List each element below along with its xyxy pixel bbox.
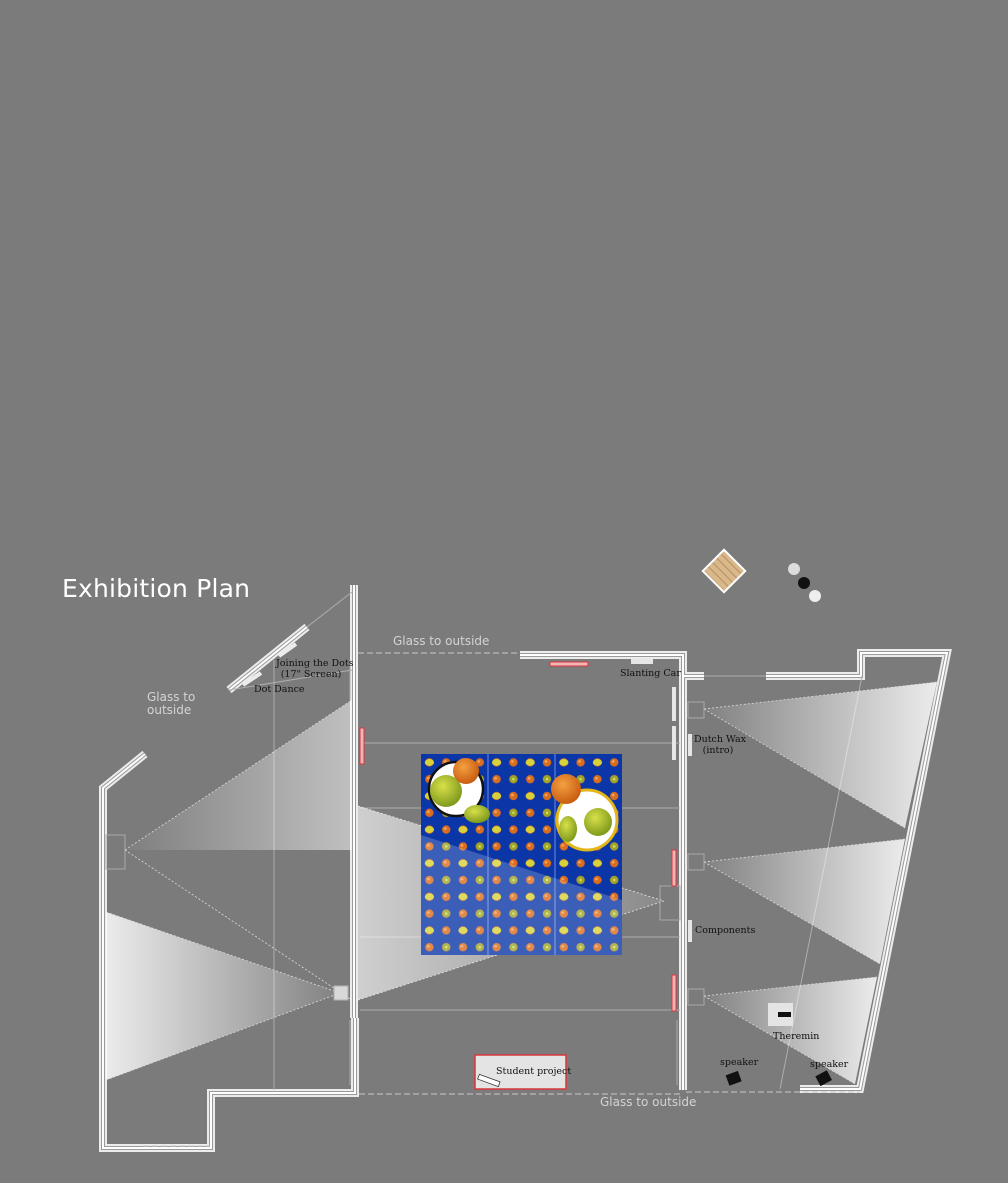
dots-sample-icon <box>788 563 821 602</box>
label-glass-left-line2: outside <box>147 703 192 717</box>
label-student-project: Student project <box>496 1066 572 1077</box>
label-theremin: Theremin <box>773 1031 820 1042</box>
label-speaker-2: speaker <box>810 1059 849 1070</box>
label-dutch-wax: Dutch Wax (intro) <box>694 734 746 756</box>
label-glass-top: Glass to outside <box>393 634 490 648</box>
fixtures <box>241 642 832 1090</box>
label-joining-dots-title: Joining the Dots <box>276 658 354 669</box>
label-speaker-1: speaker <box>720 1057 759 1068</box>
label-dutch-wax-intro: (intro) <box>702 745 734 756</box>
label-joining-dots: Joining the Dots (17" Screen) <box>276 658 354 680</box>
label-dutch-wax-title: Dutch Wax <box>694 734 746 745</box>
page-title: Exhibition Plan <box>62 574 251 603</box>
walls <box>99 585 952 1152</box>
label-dot-dance: Dot Dance <box>254 684 305 695</box>
fruit-carpet <box>421 754 622 955</box>
label-glass-left-line1: Glass to <box>147 690 196 704</box>
label-joining-dots-screen: (17" Screen) <box>280 669 342 680</box>
label-glass-bottom: Glass to outside <box>600 1095 697 1109</box>
wood-sample-icon <box>701 548 747 594</box>
label-slanting-car: Slanting Car <box>620 668 681 679</box>
label-components: Components <box>695 925 756 936</box>
